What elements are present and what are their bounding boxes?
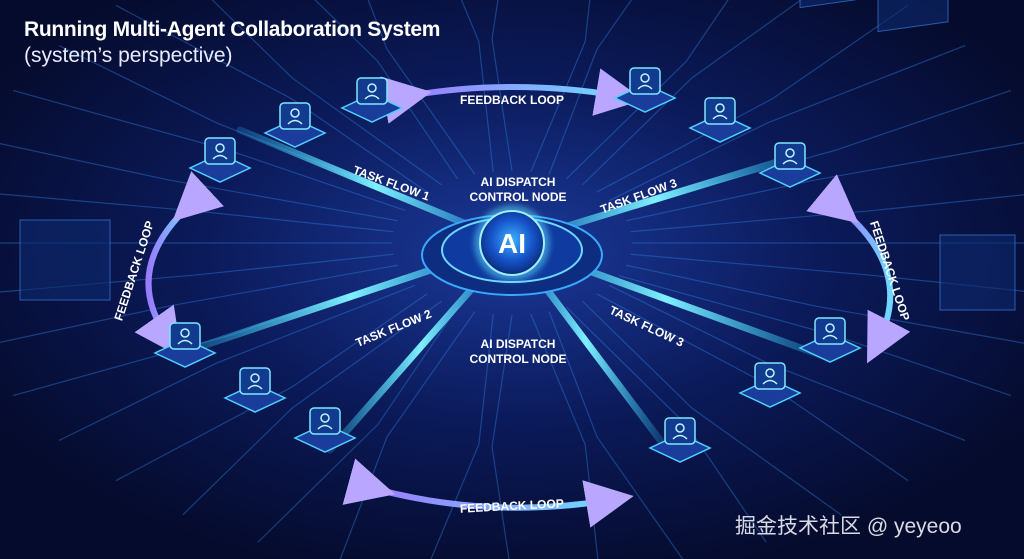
circuit-trace	[596, 4, 909, 193]
feedback-arrows	[134, 68, 911, 528]
node-tile	[814, 317, 846, 345]
circuit-trace	[115, 293, 428, 482]
agent-node[interactable]	[293, 407, 357, 453]
dashboard-panel-left	[19, 219, 111, 301]
node-tile	[704, 97, 736, 125]
agent-node[interactable]	[263, 102, 327, 148]
agent-node[interactable]	[798, 317, 862, 363]
node-tile	[629, 67, 661, 95]
circuit-trace	[530, 313, 599, 559]
bar-chart-icon	[287, 108, 303, 125]
agent-node[interactable]	[613, 67, 677, 113]
circuit-trace	[582, 0, 802, 186]
agent-node[interactable]	[688, 97, 752, 143]
circuit-trace	[257, 306, 459, 543]
feedback-loop-top-label: FEEDBACK LOOP	[460, 93, 564, 107]
node-tile	[204, 137, 236, 165]
circuit-trace	[530, 0, 591, 173]
circuit-trace	[367, 0, 476, 175]
feedback-arrow-right	[806, 174, 911, 364]
node-tile	[239, 367, 271, 395]
node-tile	[754, 362, 786, 390]
circuit-trace	[566, 0, 729, 180]
agent-head-icon	[672, 423, 688, 440]
bar-chart-icon	[177, 328, 193, 345]
search-document-icon	[364, 83, 380, 100]
agent-node[interactable]	[758, 142, 822, 188]
agent-analyst-icon	[212, 143, 228, 160]
feedback-arrow-left	[134, 171, 224, 358]
circuit-trace	[582, 300, 842, 516]
dashboard-panel-right	[877, 0, 949, 33]
node-tile	[356, 77, 388, 105]
ai-dispatch-hub[interactable]: AI	[421, 205, 603, 296]
dashboard-panels	[19, 0, 1016, 311]
brain-head-icon	[637, 73, 653, 90]
dashboard-panel-top-right	[799, 0, 881, 9]
circuit-trace	[58, 284, 416, 442]
circuit-trace	[460, 0, 494, 172]
feedback-loop-bottom-label: FEEDBACK LOOP	[459, 496, 564, 515]
dashboard-panel-far-right	[939, 234, 1016, 311]
node-tile	[664, 417, 696, 445]
hub-core	[479, 210, 545, 276]
dispatch-upper-line-2: CONTROL NODE	[469, 190, 566, 204]
dispatch-upper-line-1: AI DISPATCH	[481, 175, 556, 189]
circuit-trace	[491, 0, 513, 172]
hub-label: AI	[498, 228, 526, 259]
gear-icon	[782, 148, 798, 165]
agent-node[interactable]	[223, 367, 287, 413]
page-title: Running Multi-Agent Collaboration System	[24, 18, 441, 41]
agent-node[interactable]	[153, 322, 217, 368]
page-subtitle: (system’s perspective)	[24, 44, 233, 67]
feedback-arrow-bottom	[342, 458, 634, 528]
circuit-trace	[548, 0, 633, 175]
circuit-trace	[115, 4, 428, 193]
dispatch-lower-line-1: AI DISPATCH	[481, 337, 556, 351]
dispatch-lower-line-2: CONTROL NODE	[469, 352, 566, 366]
agent-nodes	[153, 67, 862, 463]
search-icon	[762, 368, 778, 385]
circuit-trace	[430, 314, 494, 559]
agent-node[interactable]	[648, 417, 712, 463]
circuit-trace	[491, 314, 513, 559]
network-icon	[712, 103, 728, 120]
circuit-trace	[211, 0, 442, 186]
agent-node[interactable]	[188, 137, 252, 183]
watermark: 掘金技术社区 @ yeyeoo	[735, 515, 962, 538]
circuit-trace	[182, 300, 442, 516]
gear-icon	[822, 323, 838, 340]
node-tile	[169, 322, 201, 350]
agent-node[interactable]	[738, 362, 802, 408]
feedback-arrow-top	[380, 68, 644, 124]
circuit-trace	[314, 0, 459, 180]
node-tile	[309, 407, 341, 435]
node-tile	[774, 142, 806, 170]
circuit-trace	[608, 44, 966, 202]
node-tile	[279, 102, 311, 130]
brain-icon	[317, 413, 333, 430]
agent-node[interactable]	[340, 77, 404, 123]
report-chart-icon	[247, 373, 263, 390]
circuit-trace	[548, 311, 684, 559]
